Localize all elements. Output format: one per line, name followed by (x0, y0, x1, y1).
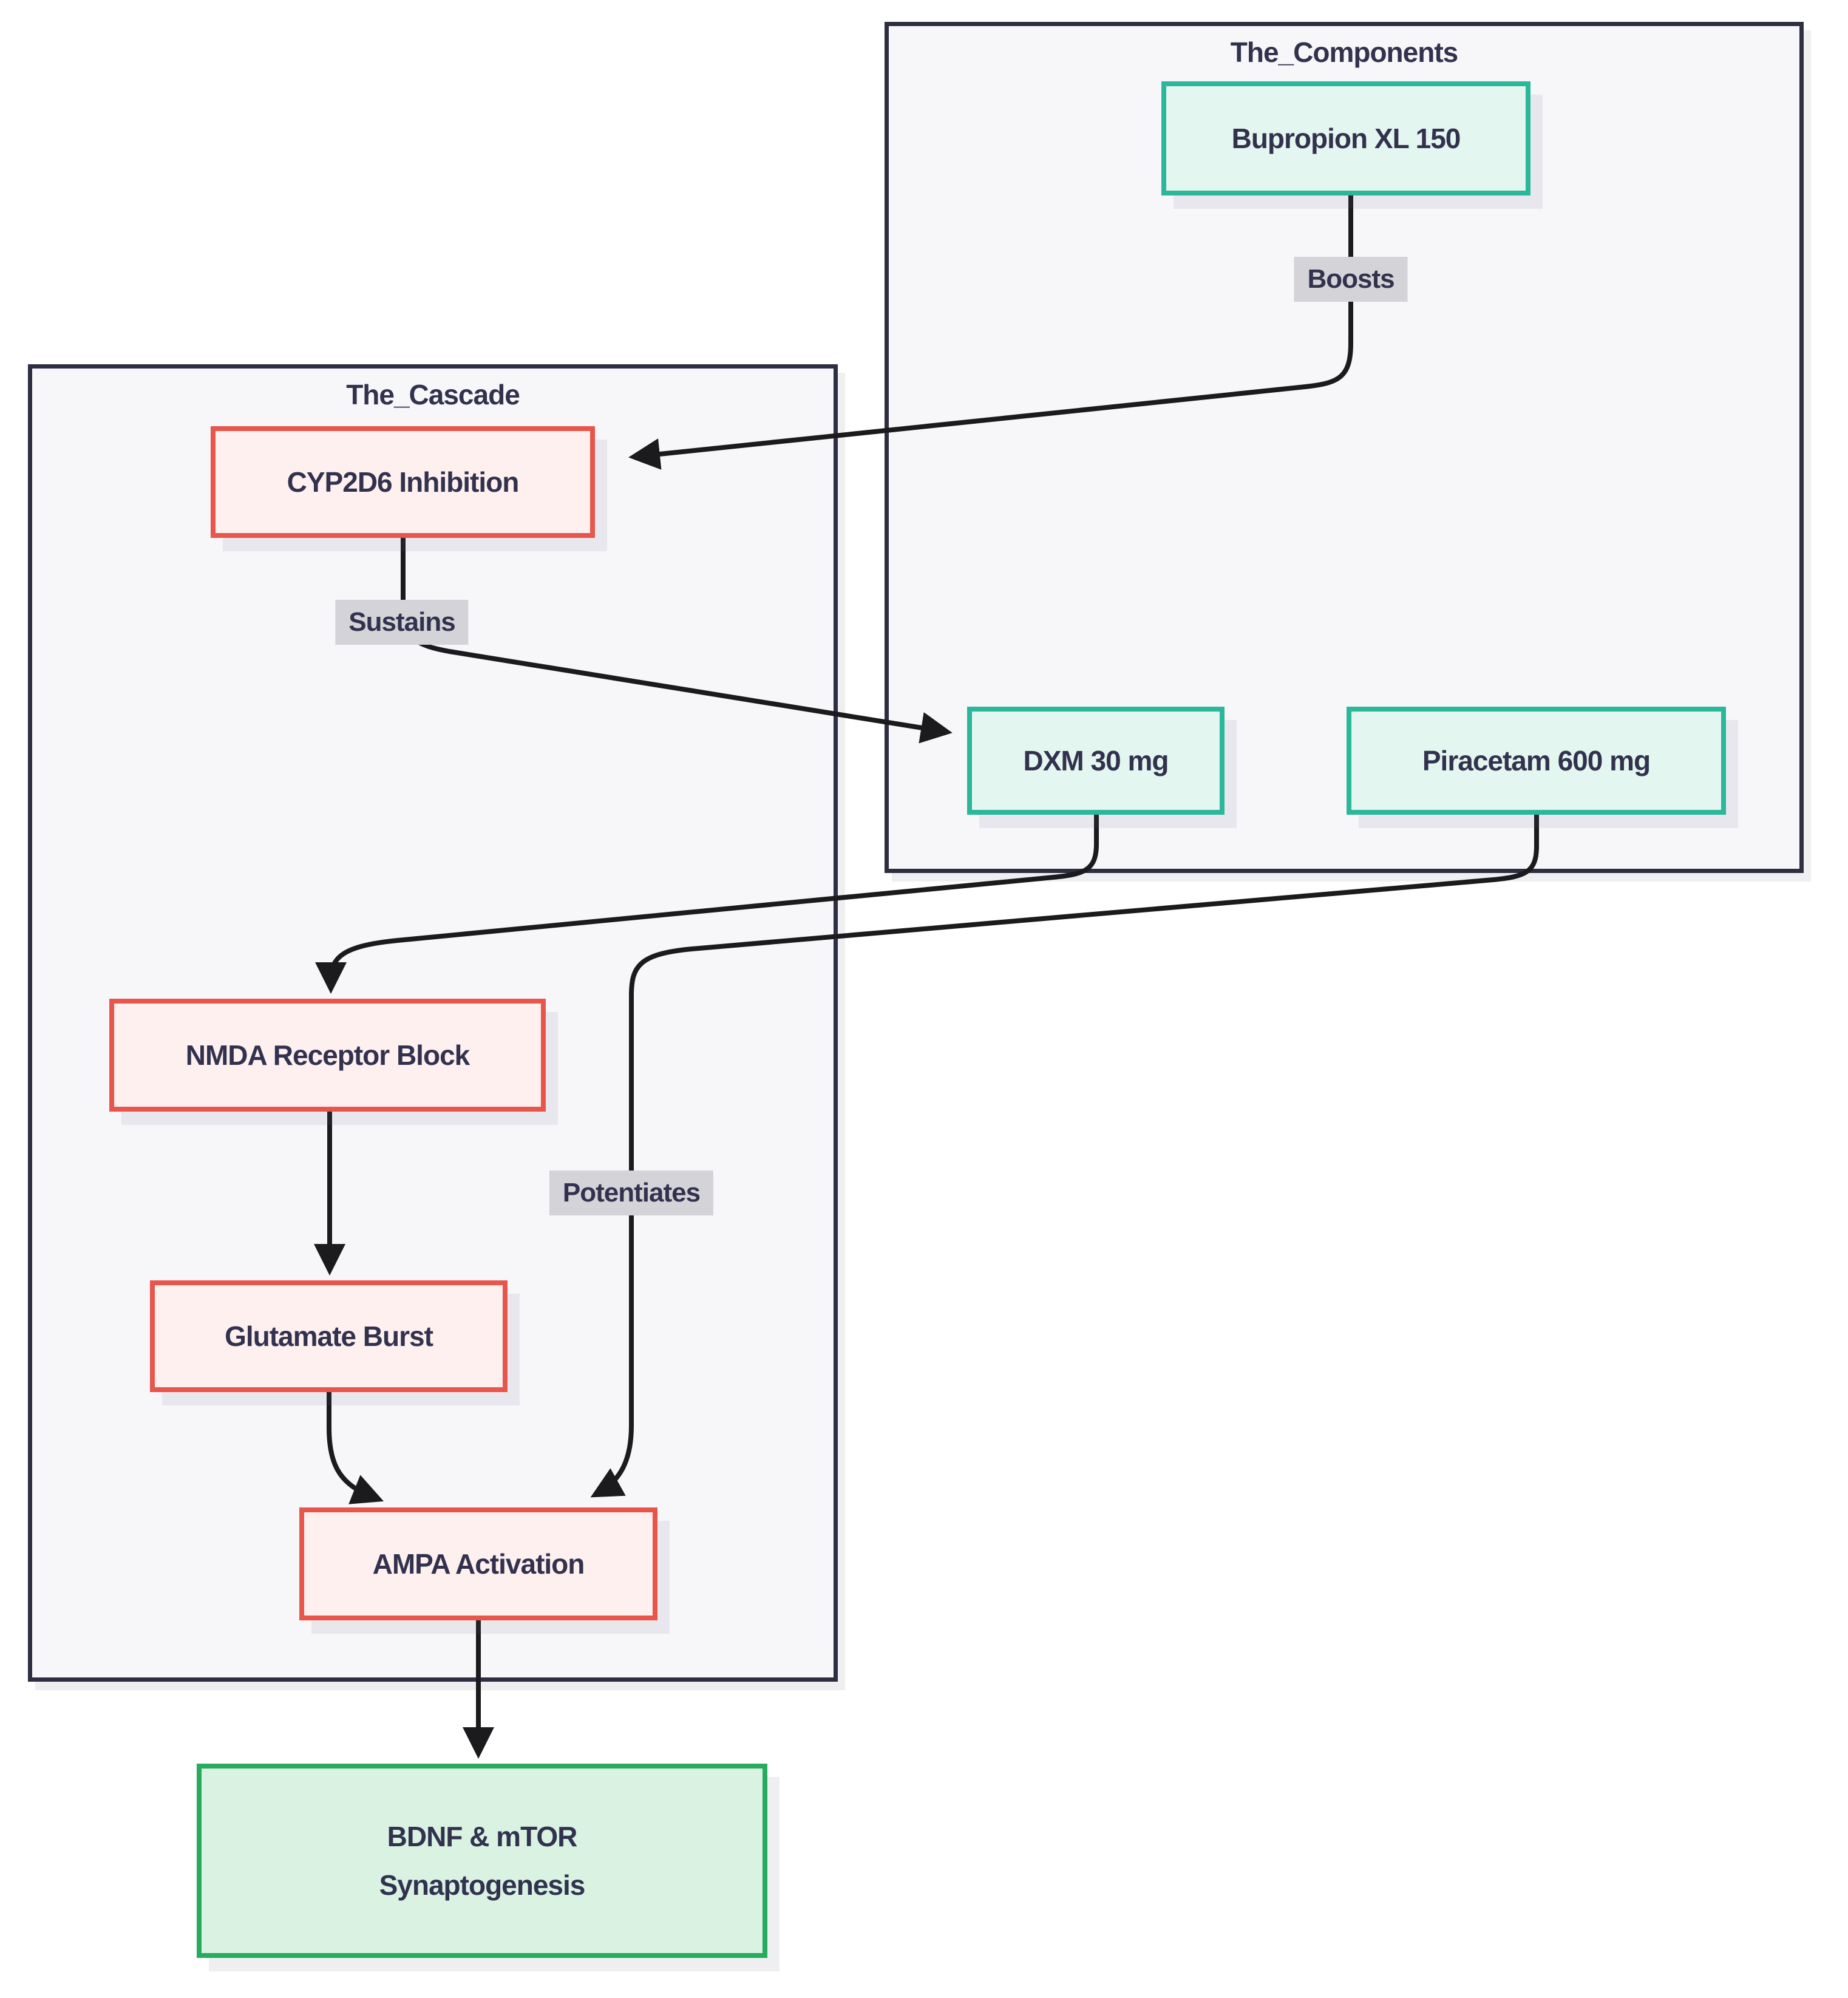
node-bupropion-label: Bupropion XL 150 (1231, 123, 1461, 154)
node-cyp2d6: CYP2D6 Inhibition (211, 426, 595, 538)
node-bdnf: BDNF & mTOR Synaptogenesis (197, 1764, 767, 1958)
node-dxm-label: DXM 30 mg (1023, 745, 1169, 776)
edge-label-potentiates: Potentiates (549, 1171, 714, 1215)
node-bdnf-label-line1: BDNF & mTOR (387, 1820, 578, 1852)
node-glutamate-label: Glutamate Burst (225, 1320, 433, 1352)
subgraph-title-the-cascade: The_Cascade (346, 379, 520, 410)
node-bupropion: Bupropion XL 150 (1161, 81, 1530, 195)
edge-label-sustains: Sustains (335, 600, 469, 645)
node-nmda: NMDA Receptor Block (109, 999, 546, 1112)
node-bdnf-label-line2: Synaptogenesis (379, 1869, 586, 1901)
node-glutamate: Glutamate Burst (150, 1280, 508, 1392)
node-ampa-label: AMPA Activation (372, 1548, 585, 1580)
node-ampa: AMPA Activation (299, 1507, 657, 1620)
node-cyp2d6-label: CYP2D6 Inhibition (287, 466, 520, 498)
node-piracetam-label: Piracetam 600 mg (1422, 745, 1651, 776)
node-nmda-label: NMDA Receptor Block (185, 1039, 470, 1071)
edge-label-boosts: Boosts (1294, 257, 1408, 302)
node-piracetam: Piracetam 600 mg (1347, 707, 1726, 815)
subgraph-title-the-components: The_Components (1230, 36, 1458, 68)
node-dxm: DXM 30 mg (967, 707, 1225, 815)
